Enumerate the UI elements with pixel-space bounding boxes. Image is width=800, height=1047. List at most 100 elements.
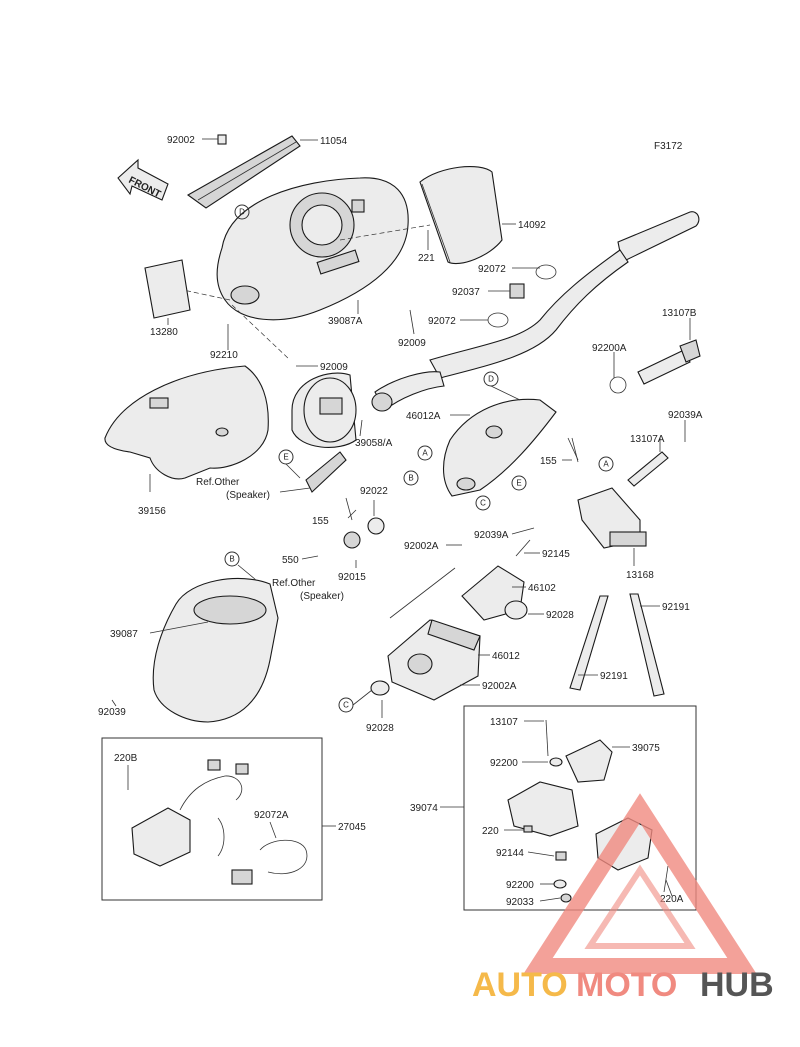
svg-text:A: A [603,460,609,469]
marker-a-right: A [598,456,614,472]
part-label: 92191 [662,602,690,613]
circle-markers: D A B C E A D E B C [224,204,614,713]
part-label: 221 [418,253,435,264]
part-label: 39058/A [355,438,393,449]
part-label: 39087 [110,629,138,640]
part-label: 92002A [404,541,439,552]
part-label: 46102 [528,583,556,594]
plate-13280-drawing [144,259,191,319]
ref-speaker-label-2: (Speaker) [300,591,344,602]
part-label: 550 [282,555,299,566]
part-label: 155 [312,516,329,527]
watermark-triangle-icon [523,793,757,974]
watermark-hub: HUB [700,966,774,1004]
svg-text:E: E [516,479,521,488]
meter-39058-drawing [291,372,357,493]
part-label: 13107 [490,717,518,728]
lower-cover-39087-drawing [152,578,279,723]
svg-text:E: E [283,453,288,462]
kit-39074-box [463,705,697,911]
cover-14092-drawing [419,166,503,265]
part-label: 220A [660,894,684,905]
part-label: 13107A [630,434,665,445]
shroud-39156-drawing [104,365,269,480]
part-label: 92072 [428,316,456,327]
svg-text:D: D [488,375,494,384]
marker-d-top: D [234,204,250,220]
hardware-mid-drawing [343,437,579,549]
pin-13107A-drawing [627,451,669,487]
part-label: 92191 [600,671,628,682]
svg-text:B: B [408,474,413,483]
part-label: 92009 [398,338,426,349]
part-label: 92039A [668,410,703,421]
part-label: 92144 [496,848,524,859]
marker-d-mid: D [483,371,499,387]
part-label: 11054 [320,136,348,147]
part-label: 39075 [632,743,660,754]
marker-e-meter: E [278,449,294,465]
part-label: 13280 [150,327,178,338]
part-label: 92200 [506,880,534,891]
part-labels: 92002 11054 14092 221 92072 92037 92072 … [98,135,703,908]
bracket-46012A-drawing [442,398,557,497]
part-label: 27045 [338,822,366,833]
part-label: 13107B [662,308,697,319]
marker-b-left: B [403,470,419,486]
part-label: 92002A [482,681,517,692]
part-label: 14092 [518,220,546,231]
marker-c-lower: C [338,697,354,713]
part-label: 46012A [406,411,441,422]
part-label: 92033 [506,897,534,908]
part-label: 92072A [254,810,289,821]
leader-lines [111,138,691,902]
marker-a-left: A [417,445,433,461]
part-label: 39074 [410,803,438,814]
bracket-11054-drawing [186,134,301,209]
svg-text:C: C [343,701,349,710]
watermark-logo: AUTO MOTO HUB [472,793,774,1004]
ref-speaker-label-1: (Speaker) [226,490,270,501]
ref-other-label-2: Ref.Other [272,578,316,589]
svg-text:C: C [480,499,486,508]
marker-c-mid: C [475,495,491,511]
part-label: 39087A [328,316,363,327]
handlebar-drawing [371,211,700,412]
svg-text:B: B [229,555,234,564]
kit-27045-drawing [131,759,308,885]
svg-text:D: D [239,208,245,217]
part-label: 92037 [452,287,480,298]
bracket-13168-drawing [577,487,647,549]
ref-other-label-1: Ref.Other [196,477,240,488]
part-label: 92028 [546,610,574,621]
part-label: 155 [540,456,557,467]
part-label: 92145 [542,549,570,560]
front-arrow-icon: FRONT [117,158,169,201]
marker-b-lower: B [224,551,240,567]
part-label: 220B [114,753,138,764]
part-label: 92200 [490,758,518,769]
part-label: 13168 [626,570,654,581]
part-label: 92015 [338,572,366,583]
part-label: 46012 [492,651,520,662]
part-label: 92200A [592,343,627,354]
part-label: 92210 [210,350,238,361]
marker-e-mid: E [511,475,527,491]
part-label: 92028 [366,723,394,734]
kit-27045-box [101,737,323,901]
figure-code: F3172 [654,141,683,152]
part-label: 220 [482,826,499,837]
part-label: 92022 [360,486,388,497]
part-label: 92009 [320,362,348,373]
watermark-auto: AUTO [472,966,568,1004]
bolt-13107B-drawing [609,339,701,394]
watermark-moto: MOTO [576,966,677,1004]
upper-cover-39087A-drawing [216,177,409,321]
housing-46012-drawing [387,619,481,701]
part-label: 92002 [167,135,195,146]
part-label: 39156 [138,506,166,517]
svg-text:A: A [422,449,428,458]
part-label: 92039 [98,707,126,718]
rods-92191-drawing [569,593,665,697]
